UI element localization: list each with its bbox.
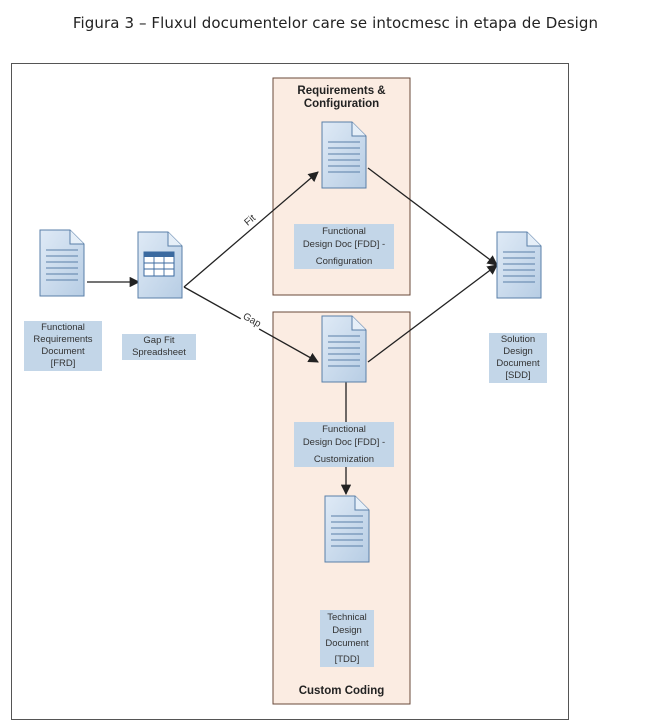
group-title-line: Requirements &	[297, 85, 386, 97]
tdd-label-line: Technical	[327, 612, 367, 623]
fdd-customization-label-line: Functional	[322, 424, 366, 435]
gap-fit-label-line: Spreadsheet	[132, 347, 186, 358]
fdd-customization-document-icon	[321, 315, 367, 383]
sdd-label-line: [SDD]	[505, 370, 531, 381]
fdd-customization-label: Functional Design Doc [FDD] - Customizat…	[294, 422, 394, 467]
sdd-label-line: Design	[503, 346, 533, 357]
frd-document-icon	[39, 229, 85, 297]
tdd-document-icon	[324, 495, 370, 563]
sdd-label-line: Solution	[500, 334, 536, 345]
sdd-label: Solution Design Document [SDD]	[489, 333, 547, 383]
gap-fit-label: Gap Fit Spreadsheet	[122, 334, 196, 360]
fdd-customization-label-line: Design Doc [FDD] -	[302, 437, 386, 448]
frd-label: Functional Requirements Document [FRD]	[24, 321, 102, 371]
edge-fddconfig-to-sdd	[367, 167, 498, 266]
tdd-label-line: Design	[332, 625, 362, 636]
tdd-label-line: [TDD]	[334, 654, 360, 665]
frd-label-line: Document	[41, 346, 85, 357]
fdd-configuration-label-line: Design Doc [FDD] -	[302, 239, 386, 250]
frd-label-line: Requirements	[33, 334, 93, 345]
group-title-requirements-configuration: Requirements & Configuration	[273, 85, 410, 111]
group-title-custom-coding: Custom Coding	[298, 685, 385, 697]
sdd-label-line: Document	[496, 358, 540, 369]
fdd-configuration-document-icon	[321, 121, 367, 189]
edge-fddcustom-to-sdd	[367, 264, 498, 363]
fdd-configuration-label-line: Functional	[322, 226, 366, 237]
edge-fit	[183, 171, 319, 288]
spreadsheet-icon	[137, 231, 183, 299]
tdd-label: Technical Design Document [TDD]	[320, 610, 374, 667]
fdd-configuration-label: Functional Design Doc [FDD] - Configurat…	[294, 224, 394, 269]
frd-label-line: [FRD]	[50, 358, 76, 369]
tdd-label-line: Document	[325, 638, 369, 649]
frd-label-line: Functional	[41, 322, 85, 333]
gap-fit-label-line: Gap Fit	[143, 335, 175, 346]
figure-caption: Figura 3 – Fluxul documentelor care se i…	[72, 14, 599, 32]
sdd-document-icon	[496, 231, 542, 299]
fdd-configuration-label-line: Configuration	[315, 256, 373, 267]
group-title-line: Configuration	[303, 98, 380, 110]
fdd-customization-label-line: Customization	[313, 454, 375, 465]
